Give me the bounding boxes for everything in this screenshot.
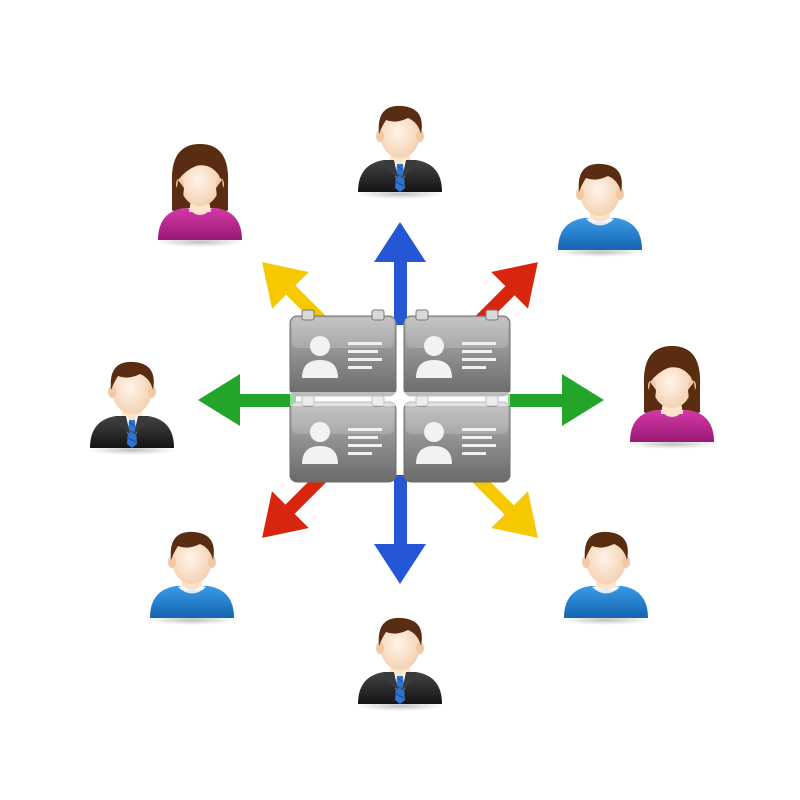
person-bottom xyxy=(356,617,444,711)
card-clip xyxy=(415,309,429,321)
card-text-lines xyxy=(462,342,496,369)
arrow-left xyxy=(198,374,296,426)
man-avatar-icon xyxy=(562,531,650,625)
man-avatar-icon xyxy=(556,163,644,257)
card-text-lines xyxy=(348,342,382,369)
person-top xyxy=(356,105,444,199)
person-bottom-left xyxy=(148,531,236,625)
man-avatar-icon xyxy=(148,531,236,625)
person-top-left xyxy=(156,144,244,247)
id-cards-group xyxy=(289,309,511,483)
person-left xyxy=(88,361,176,455)
person-bottom-right xyxy=(562,531,650,625)
woman-avatar-icon xyxy=(156,144,244,247)
card-avatar-icon xyxy=(416,422,452,464)
person-top-right xyxy=(556,163,644,257)
card-text-lines xyxy=(462,428,496,455)
card-avatar-icon xyxy=(416,336,452,378)
people-group xyxy=(88,105,716,711)
card-text-lines xyxy=(348,428,382,455)
card-overlap-band xyxy=(290,392,510,406)
card-clip xyxy=(485,309,499,321)
card-clip xyxy=(301,309,315,321)
card-clip xyxy=(371,309,385,321)
card-bottom-left xyxy=(289,395,397,483)
man-avatar-icon xyxy=(356,617,444,711)
woman-avatar-icon xyxy=(628,346,716,449)
card-avatar-icon xyxy=(302,336,338,378)
person-right xyxy=(628,346,716,449)
man-avatar-icon xyxy=(88,361,176,455)
man-avatar-icon xyxy=(356,105,444,199)
card-bottom-right xyxy=(403,395,511,483)
card-top-left xyxy=(289,309,397,397)
card-avatar-icon xyxy=(302,422,338,464)
arrow-down xyxy=(374,475,426,584)
card-top-right xyxy=(403,309,511,397)
arrow-up xyxy=(374,222,426,325)
arrow-right xyxy=(508,374,604,426)
